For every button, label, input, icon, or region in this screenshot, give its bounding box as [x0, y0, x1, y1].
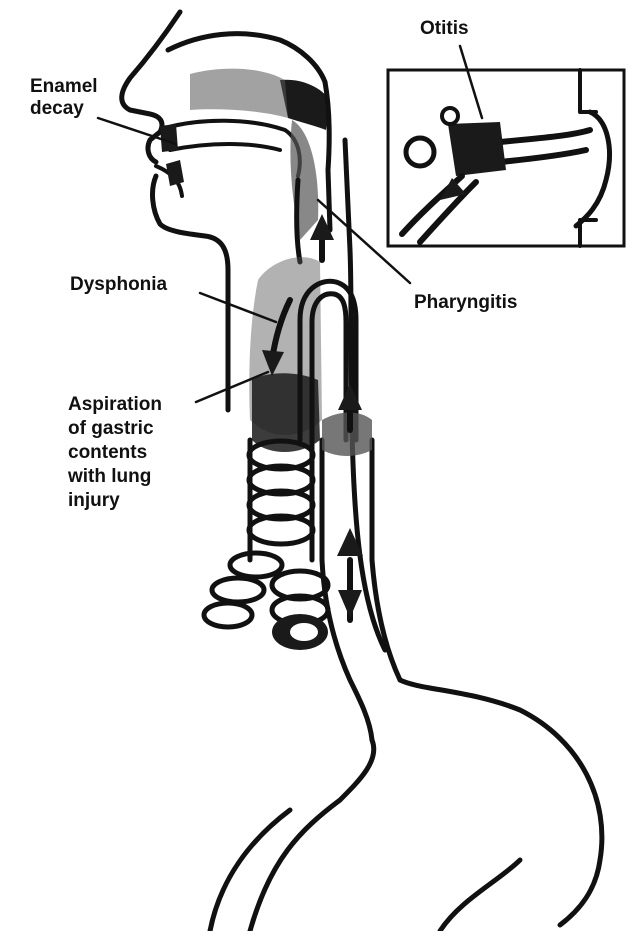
label-otitis: Otitis — [420, 18, 469, 39]
label-aspiration-line-1: Aspiration — [68, 394, 162, 415]
label-enamel-decay-line-2: decay — [30, 98, 84, 119]
label-dysphonia: Dysphonia — [70, 274, 168, 295]
label-aspiration-line-5: injury — [68, 490, 120, 511]
label-aspiration-line-3: contents — [68, 442, 147, 463]
label-enamel-decay: Enamel decay — [30, 76, 103, 119]
label-aspiration-line-2: of gastric — [68, 418, 154, 439]
label-enamel-decay-line-1: Enamel — [30, 76, 98, 97]
label-aspiration: Aspiration of gastric contents with lung… — [67, 394, 167, 511]
label-aspiration-line-4: with lung — [67, 466, 151, 487]
trachea-bronchi — [204, 440, 328, 650]
label-pharyngitis: Pharyngitis — [414, 292, 517, 313]
ear-inset — [388, 70, 624, 246]
